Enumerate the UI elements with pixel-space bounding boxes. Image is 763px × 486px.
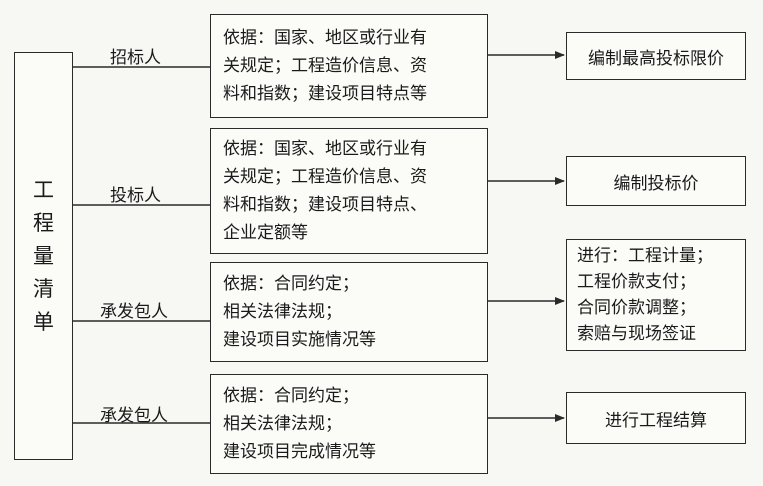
source-char: 量 — [33, 243, 54, 268]
row-label-bidder: 投标人 — [110, 186, 161, 206]
bill-of-quantities-box: 工 程 量 清 单 — [14, 52, 73, 460]
basis-line: 依据：国家、地区或行业有 — [223, 28, 427, 48]
basis-line: 相关法律法规； — [223, 414, 342, 434]
basis-line: 建设项目实施情况等 — [223, 330, 376, 350]
result-line: 工程价款支付； — [577, 272, 696, 292]
basis-box-4: 依据：合同约定； 相关法律法规； 建设项目完成情况等 — [210, 374, 488, 474]
row-label-tenderer: 招标人 — [110, 48, 161, 68]
row-label-contract-parties: 承发包人 — [100, 302, 168, 322]
result-box-4: 进行工程结算 — [566, 392, 746, 444]
basis-box-2: 依据：国家、地区或行业有 关规定；工程造价信息、资 料和指数；建设项目特点、 企… — [210, 128, 488, 254]
result-box-1: 编制最高投标限价 — [566, 32, 746, 80]
basis-line: 依据：合同约定； — [223, 274, 359, 294]
source-char: 工 — [33, 177, 54, 202]
basis-box-1: 依据：国家、地区或行业有 关规定；工程造价信息、资 料和指数；建设项目特点等 — [210, 14, 488, 118]
result-line: 编制最高投标限价 — [588, 48, 724, 69]
result-line: 进行：工程计量； — [577, 246, 713, 266]
basis-line: 相关法律法规； — [223, 302, 342, 322]
basis-line: 料和指数；建设项目特点、 — [223, 195, 427, 215]
row-label-contract-parties-settlement: 承发包人 — [100, 406, 168, 426]
basis-line: 依据：合同约定； — [223, 386, 359, 406]
result-line: 索赔与现场签证 — [577, 324, 696, 344]
basis-line: 依据：国家、地区或行业有 — [223, 139, 427, 159]
result-line: 进行工程结算 — [605, 410, 707, 431]
source-char: 程 — [33, 210, 54, 235]
result-line: 合同价款调整； — [577, 298, 696, 318]
source-char: 清 — [33, 276, 54, 301]
result-box-2: 编制投标价 — [566, 156, 746, 206]
basis-box-3: 依据：合同约定； 相关法律法规； 建设项目实施情况等 — [210, 262, 488, 362]
source-char: 单 — [33, 309, 54, 334]
basis-line: 关规定；工程造价信息、资 — [223, 167, 427, 187]
basis-line: 建设项目完成情况等 — [223, 442, 376, 462]
result-line: 编制投标价 — [613, 173, 699, 194]
basis-line: 料和指数；建设项目特点等 — [223, 84, 427, 104]
basis-line: 关规定；工程造价信息、资 — [223, 56, 427, 76]
result-box-3: 进行：工程计量； 工程价款支付； 合同价款调整； 索赔与现场签证 — [566, 239, 746, 351]
basis-line: 企业定额等 — [223, 223, 308, 243]
